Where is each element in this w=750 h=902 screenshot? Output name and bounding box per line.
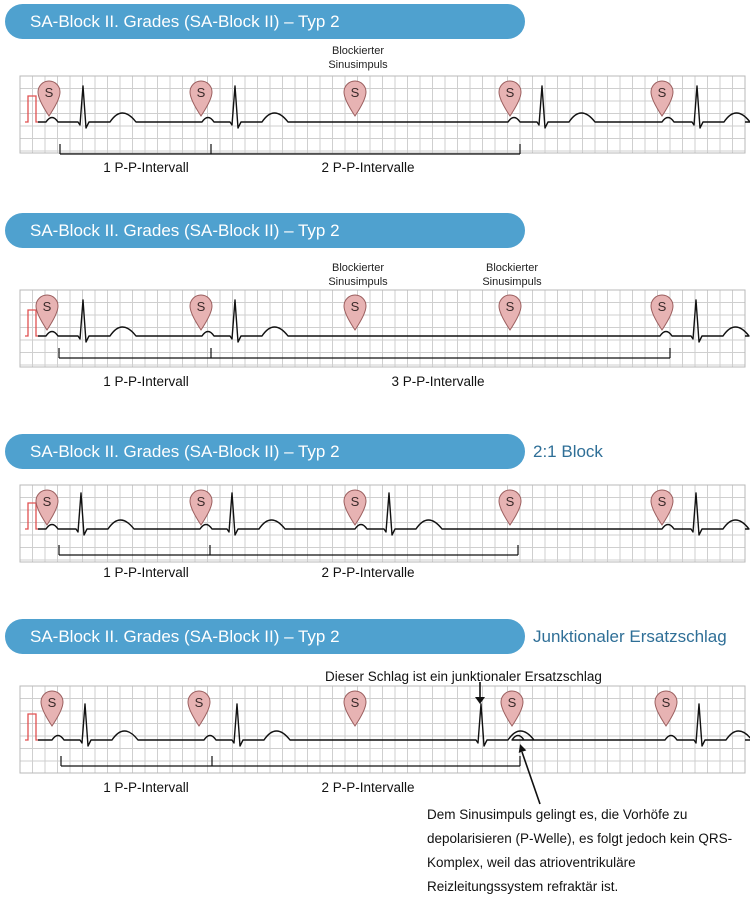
interval-brackets [59,144,521,155]
svg-text:S: S [506,494,515,509]
sinus-impulse-pin-icon: S [500,690,524,727]
ecg-strip-1: S S S S S 1 P-P-Intervall 2 P-P-Intervalle [19,75,750,175]
ecg-trace [38,703,750,747]
panel-3-side-label: 2:1 Block [533,442,603,461]
svg-text:S: S [43,299,52,314]
svg-text:S: S [351,299,360,314]
arrow-up-icon [518,744,541,805]
ecg-strip-2: S S S S S 1 P-P-Intervall 3 P-P-Intervalle [19,289,750,389]
sinus-impulse-pin-icon: S [343,489,367,526]
sinus-impulse-pin-icon: S [187,690,211,727]
ecg-trace [38,299,750,343]
svg-text:S: S [351,695,360,710]
ecg-grid [19,685,746,774]
panel-2-title: SA-Block II. Grades (SA-Block II) – Typ … [5,213,525,248]
svg-text:S: S [508,695,517,710]
ecg-grid [19,75,746,154]
svg-text:S: S [662,695,671,710]
sinus-impulse-pin-icon: S [37,80,61,117]
interval-label-multi: 2 P-P-Intervalle [321,780,414,795]
sinus-impulse-pin-icon: S [650,294,674,331]
interval-label-one: 1 P-P-Intervall [103,565,189,580]
sinus-impulse-pin-icon: S [498,489,522,526]
svg-text:S: S [506,299,515,314]
svg-text:S: S [48,695,57,710]
sinus-impulse-pin-icon: S [650,80,674,117]
sinus-impulse-pin-icon: S [343,80,367,117]
interval-label-one: 1 P-P-Intervall [103,160,189,175]
svg-text:S: S [43,494,52,509]
sinus-impulse-pin-icon: S [654,690,678,727]
svg-text:S: S [351,494,360,509]
svg-text:S: S [658,494,667,509]
blocked-impulse-note: Blockierter Sinusimpuls [482,262,542,288]
interval-brackets [60,756,521,767]
svg-text:S: S [658,85,667,100]
sinus-impulse-pin-icon: S [498,294,522,331]
sinus-impulse-pin-icon: S [498,80,522,117]
refractory-explanation: Dem Sinusimpuls gelingt es, die Vorhöfe … [427,807,733,894]
interval-label-one: 1 P-P-Intervall [103,780,189,795]
sinus-impulse-pin-icon: S [343,294,367,331]
svg-text:S: S [45,85,54,100]
sinus-impulse-pin-icon: S [189,489,213,526]
panel-4-title: SA-Block II. Grades (SA-Block II) – Typ … [5,619,525,654]
svg-text:S: S [351,85,360,100]
sinus-impulse-pin-icon: S [343,690,367,727]
interval-label-one: 1 P-P-Intervall [103,374,189,389]
calibration-pulse [25,95,38,123]
sinus-impulse-pin-icon: S [35,489,59,526]
blocked-impulse-note: Blockierter Sinusimpuls [328,45,388,71]
interval-brackets [58,348,671,359]
sinus-impulse-pin-icon: S [40,690,64,727]
calibration-pulse [25,309,38,337]
sinus-impulse-pin-icon: S [189,80,213,117]
interval-brackets [58,545,519,556]
sinus-impulse-pin-icon: S [650,489,674,526]
svg-text:S: S [506,85,515,100]
junctional-escape-annotation: Dieser Schlag ist ein junktionaler Ersat… [325,669,602,684]
panel-4-side-label: Junktionaler Ersatzschlag [533,627,727,646]
ecg-grid [19,289,746,368]
calibration-pulse [25,713,38,741]
interval-label-multi: 2 P-P-Intervalle [321,160,414,175]
ecg-strip-4: S S S S S 1 P-P-Intervall 2 P-P-Intervalle [19,682,750,805]
svg-text:S: S [195,695,204,710]
panel-1-title: SA-Block II. Grades (SA-Block II) – Typ … [5,4,525,39]
sinus-impulse-pin-icon: S [189,294,213,331]
blocked-impulse-note: Blockierter Sinusimpuls [328,262,388,288]
svg-text:S: S [197,494,206,509]
arrow-down-icon [475,682,485,704]
calibration-pulse [25,502,38,530]
panel-3-title: SA-Block II. Grades (SA-Block II) – Typ … [5,434,525,469]
interval-label-multi: 3 P-P-Intervalle [391,374,484,389]
svg-text:S: S [197,299,206,314]
sinus-impulse-pin-icon: S [35,294,59,331]
ecg-strip-3: S S S S S 1 P-P-Intervall 2 P-P-Intervalle [19,484,750,580]
ecg-trace [38,85,750,129]
svg-text:S: S [197,85,206,100]
interval-label-multi: 2 P-P-Intervalle [321,565,414,580]
ecg-trace [38,492,750,536]
svg-text:S: S [658,299,667,314]
